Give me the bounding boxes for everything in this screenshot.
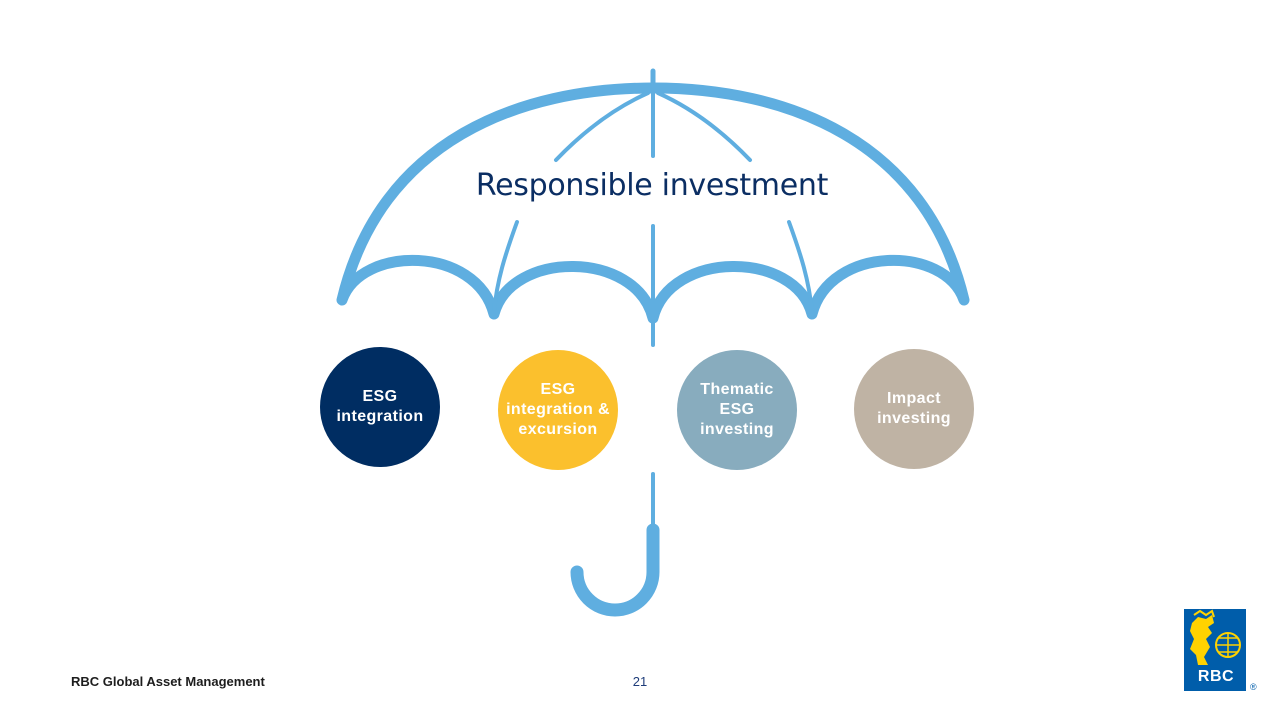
rbc-logo bbox=[1184, 609, 1246, 691]
circle-impact-investing: Impact investing bbox=[854, 349, 974, 469]
diagram-title: Responsible investment bbox=[475, 168, 829, 203]
umbrella-rib bbox=[787, 220, 814, 314]
rbc-logo-text: RBC bbox=[1197, 668, 1235, 685]
circle-esg-integration-exclusion: ESG integration & excursion bbox=[498, 350, 618, 470]
footer-brand: RBC Global Asset Management bbox=[71, 674, 265, 689]
umbrella-canopy bbox=[336, 82, 970, 324]
umbrella-rib bbox=[656, 91, 752, 162]
umbrella-handle bbox=[570, 523, 660, 617]
circle-label: Thematic ESG investing bbox=[700, 381, 774, 438]
lion-globe-icon bbox=[1190, 609, 1241, 665]
circle-esg-integration: ESG integration bbox=[320, 347, 440, 467]
umbrella-rib bbox=[554, 91, 650, 162]
circle-label: ESG integration & excursion bbox=[506, 381, 610, 438]
registered-mark: ® bbox=[1250, 682, 1257, 692]
page-number: 21 bbox=[632, 674, 648, 689]
umbrella-rib bbox=[492, 220, 519, 314]
circle-label: ESG integration bbox=[336, 388, 424, 425]
circle-label: Impact investing bbox=[877, 390, 951, 427]
circle-thematic-esg-investing: Thematic ESG investing bbox=[677, 350, 797, 470]
